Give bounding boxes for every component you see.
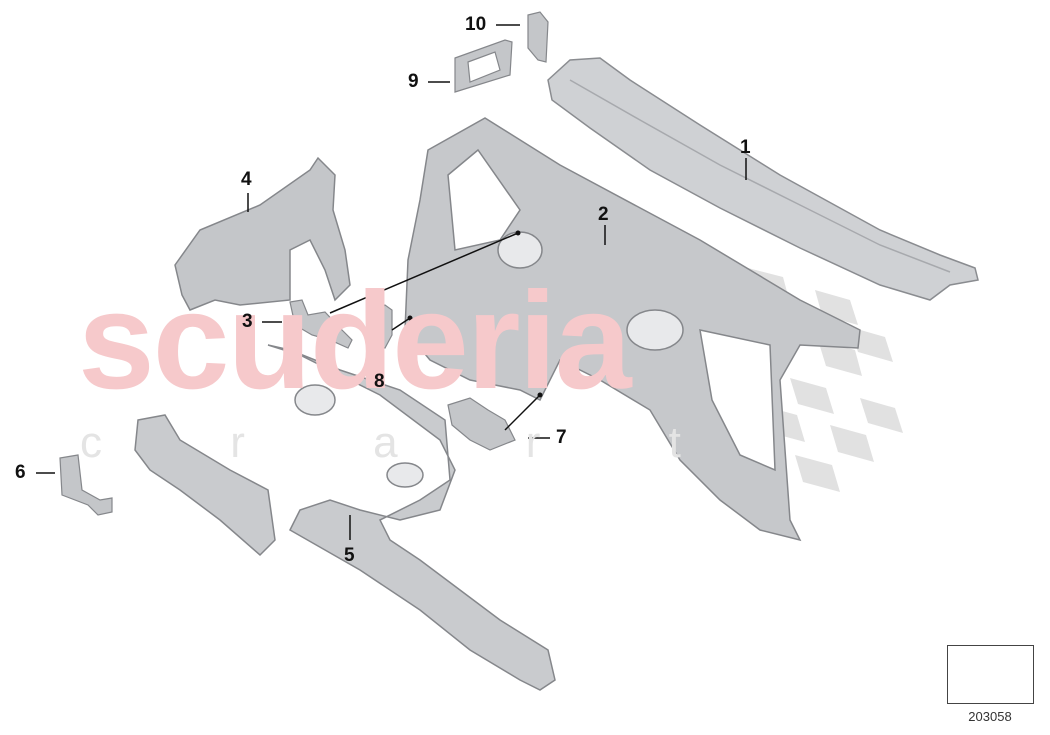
part-10-bracket (527, 11, 549, 63)
part-6-bracket (59, 454, 113, 516)
part-4-strut-brace (174, 156, 351, 311)
part-3-bracket (289, 299, 353, 349)
part-1-cowl-beam (547, 57, 979, 301)
watermark-text: scuderia (78, 264, 632, 418)
part-9-plate (454, 39, 513, 93)
callout-10[interactable]: 10 (465, 14, 487, 35)
part-2-bulkhead (404, 117, 861, 542)
callout-4[interactable]: 4 (241, 169, 252, 190)
part-5-side-member (134, 344, 556, 691)
part-8-bracket (371, 304, 393, 349)
callout-3[interactable]: 3 (242, 311, 253, 332)
callout-5[interactable]: 5 (344, 545, 355, 566)
callout-7[interactable]: 7 (556, 427, 567, 448)
callout-6[interactable]: 6 (15, 462, 26, 483)
callout-2[interactable]: 2 (598, 204, 609, 225)
callout-1[interactable]: 1 (740, 137, 751, 158)
part-7-bracket (447, 397, 516, 451)
watermark-subtext: c r a r t (80, 418, 739, 467)
leader-lines (36, 24, 747, 540)
callout-9[interactable]: 9 (408, 71, 419, 92)
orientation-reference-box (947, 645, 1034, 704)
callout-8[interactable]: 8 (374, 371, 385, 392)
diagram-reference-number: 203058 (968, 709, 1012, 724)
